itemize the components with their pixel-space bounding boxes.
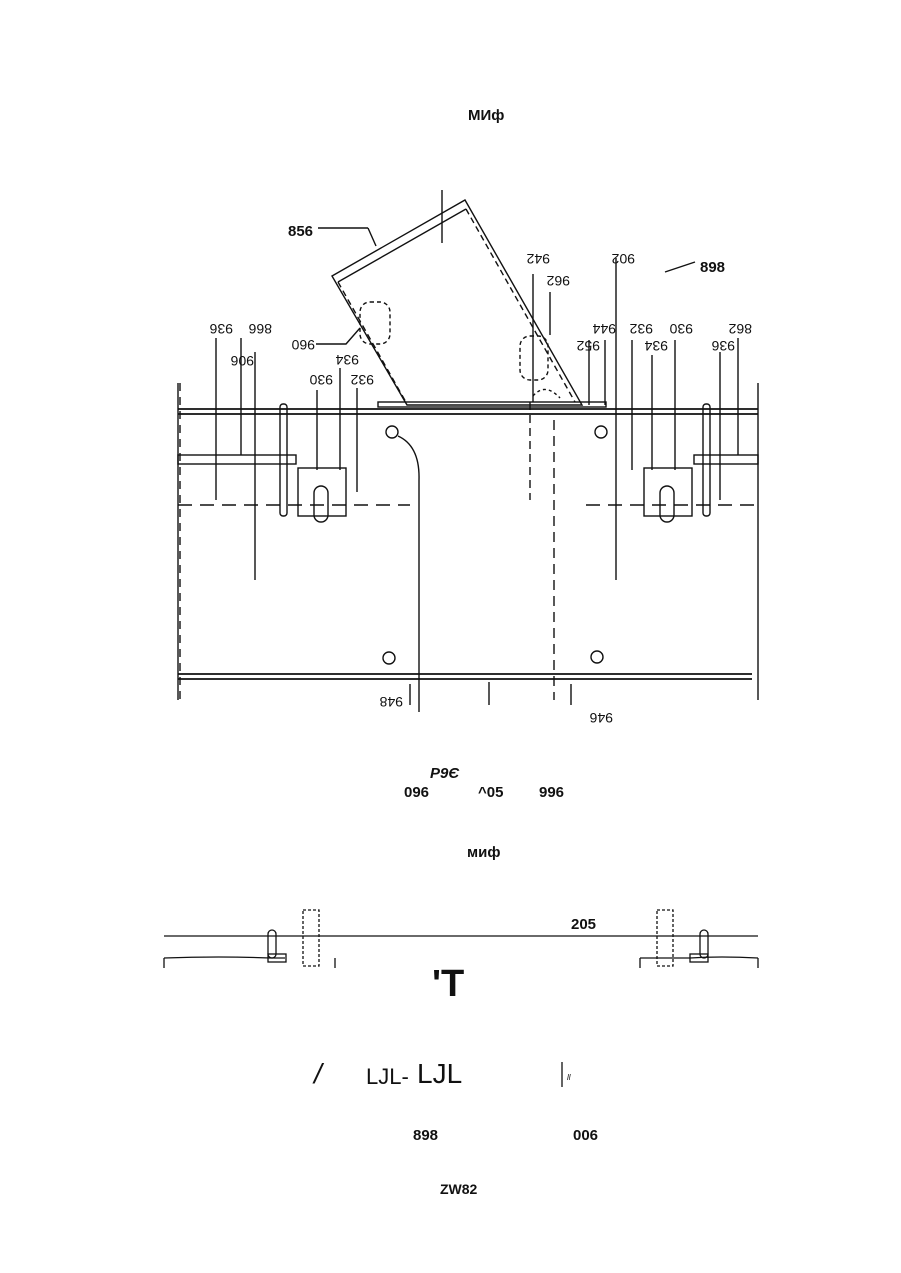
- footer-code: ZW82: [440, 1181, 477, 1197]
- label-936-right: 936: [711, 338, 735, 354]
- label-856: 856: [288, 223, 313, 240]
- label-898: 898: [700, 259, 725, 276]
- label-942: 942: [526, 251, 550, 267]
- caption-code-1: 096: [404, 784, 429, 801]
- label-205: 205: [571, 916, 596, 933]
- mechanical-drawing-top: 856 898 942 902 962 936 866 906 960 934 …: [0, 0, 901, 760]
- label-906: 906: [230, 353, 254, 369]
- figure-title-bottom: миф: [467, 844, 500, 861]
- label-866: 866: [248, 321, 272, 337]
- tick-text: ll: [567, 1073, 571, 1082]
- label-944: 944: [592, 321, 616, 337]
- ljl-text-a: LJL-: [366, 1064, 409, 1090]
- ljl-text-b: LJL: [417, 1058, 462, 1090]
- label-902: 902: [611, 251, 635, 267]
- glyph-T: 'T: [432, 963, 464, 1006]
- label-932-right: 932: [629, 321, 653, 337]
- label-936-left: 936: [209, 321, 233, 337]
- label-946: 946: [589, 710, 613, 726]
- label-952: 952: [576, 338, 600, 354]
- label-898-bottom: 898: [413, 1127, 438, 1144]
- label-960: 960: [291, 337, 315, 353]
- label-930-left: 930: [309, 372, 333, 388]
- label-932-left: 932: [350, 372, 374, 388]
- label-962: 962: [546, 273, 570, 289]
- label-006: 006: [573, 1127, 598, 1144]
- caption-fig-number: P9Є: [430, 765, 459, 782]
- label-862: 862: [728, 321, 752, 337]
- label-930-right: 930: [669, 321, 693, 337]
- label-934-right: 934: [644, 338, 668, 354]
- label-934-left: 934: [335, 352, 359, 368]
- caption-code-3: 996: [539, 784, 564, 801]
- slash-mark: /: [314, 1058, 322, 1090]
- caption-code-2: ^05: [478, 784, 503, 801]
- label-948: 948: [379, 694, 403, 710]
